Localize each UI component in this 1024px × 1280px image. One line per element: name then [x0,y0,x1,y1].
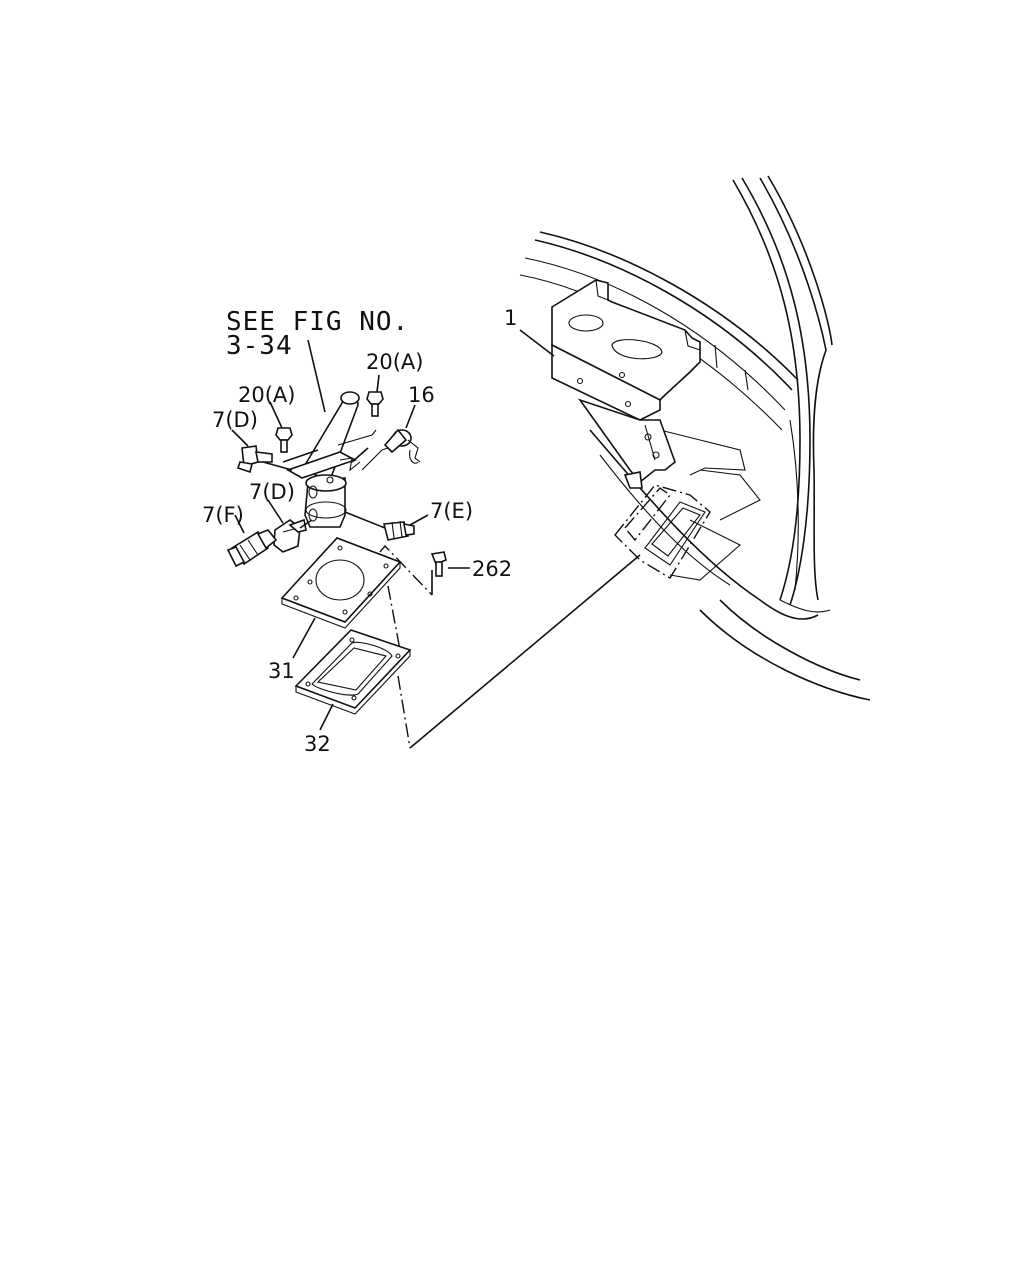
reference-line-2: 3-34 [226,331,293,361]
callout-20a-left: 20(A) [238,383,295,407]
gasket-32 [294,629,412,715]
callout-32: 32 [304,732,331,756]
callout-16: 16 [408,383,435,407]
elbow-fitting-7d-upper [236,445,273,474]
fitting-7e [382,520,415,541]
callout-7d-lower: 7(D) [249,480,295,504]
callout-20a-top: 20(A) [366,350,423,374]
callout-262: 262 [472,557,512,581]
reference-note: SEE FIG NO. 3-34 [226,307,409,361]
bolt-20a-left [275,427,293,453]
callout-7d-upper: 7(D) [212,408,258,432]
callout-1: 1 [504,306,517,330]
callout-7f: 7(F) [202,503,244,527]
sensor-16 [383,428,421,464]
floor-opening-outline [614,484,711,579]
elbow-fitting-7d-lower [273,518,307,553]
callout-labels: 1 16 20(A) 20(A) 7(D) 7(D) 7(F) 7(E) 262… [202,306,517,756]
reference-line-1: SEE FIG NO. [226,307,409,337]
leader-lines [231,329,641,749]
cab-body-panel [519,175,871,701]
bolt-20a-top [366,391,384,417]
bolt-262 [430,551,447,577]
callout-31: 31 [268,659,295,683]
mounting-bracket [551,279,701,489]
fitting-7f [226,529,278,568]
mounting-plate-31 [280,537,402,629]
pipe-assembly [286,391,389,528]
callout-7e: 7(E) [430,499,473,523]
